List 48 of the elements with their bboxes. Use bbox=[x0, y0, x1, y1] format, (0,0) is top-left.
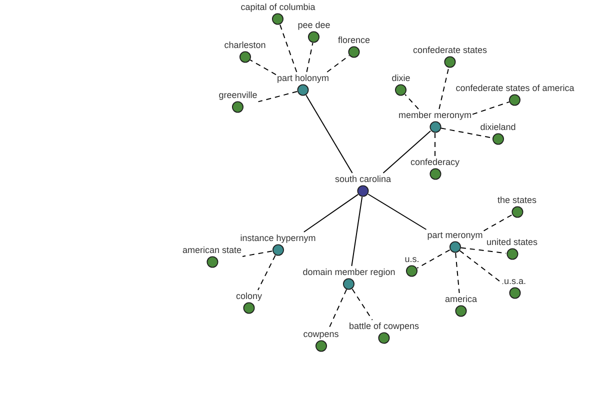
connector-line bbox=[351, 196, 363, 266]
node-label: american state bbox=[182, 245, 242, 256]
node-label: confederate states of america bbox=[456, 83, 574, 94]
connector-line bbox=[416, 249, 450, 269]
node-label: instance hypernym bbox=[240, 233, 316, 244]
connector-line bbox=[258, 91, 298, 102]
node-label: capital of columbia bbox=[240, 2, 316, 13]
connector-line bbox=[303, 194, 359, 232]
node-label: part meronym bbox=[427, 230, 483, 241]
connector-line bbox=[242, 250, 273, 257]
node-label: member meronym bbox=[398, 110, 472, 121]
node-label: pee dee bbox=[298, 20, 330, 31]
connector-line bbox=[438, 67, 450, 110]
node-label: confederacy bbox=[410, 157, 460, 168]
connector-line bbox=[382, 130, 431, 174]
connector-line bbox=[472, 101, 510, 115]
node-label: america bbox=[445, 294, 477, 305]
node-label: greenville bbox=[218, 90, 258, 101]
connector-line bbox=[352, 288, 373, 320]
connector-line bbox=[326, 55, 350, 72]
connector-line bbox=[434, 132, 436, 156]
connector-line bbox=[279, 24, 298, 72]
node-label: part holonym bbox=[276, 73, 330, 84]
node-label: battle of cowpens bbox=[348, 321, 420, 332]
connector-line bbox=[368, 194, 427, 230]
node-label: u.s.a. bbox=[504, 276, 526, 287]
connector-line bbox=[306, 94, 353, 174]
node-label: dixie bbox=[392, 73, 410, 84]
connector-line bbox=[328, 288, 348, 328]
connector-line bbox=[306, 42, 314, 72]
node-label: united states bbox=[486, 237, 538, 248]
node-label: u.s. bbox=[404, 254, 420, 265]
node-label: the states bbox=[497, 195, 537, 206]
connector-line bbox=[455, 252, 460, 294]
node-label: dixieland bbox=[480, 122, 516, 133]
node-label: colony bbox=[236, 291, 262, 302]
node-label: confederate states bbox=[412, 45, 488, 56]
node-label: domain member region bbox=[302, 267, 396, 278]
connector-line bbox=[440, 128, 493, 138]
connector-line bbox=[404, 94, 419, 110]
connector-line bbox=[459, 250, 504, 284]
connector-line bbox=[250, 59, 276, 76]
node-label: cowpens bbox=[303, 329, 339, 340]
node-label: florence bbox=[338, 35, 370, 46]
connector-line bbox=[483, 214, 512, 232]
node-label: south carolina bbox=[334, 174, 392, 185]
node-label: charleston bbox=[224, 40, 266, 51]
connector-line bbox=[258, 254, 276, 290]
